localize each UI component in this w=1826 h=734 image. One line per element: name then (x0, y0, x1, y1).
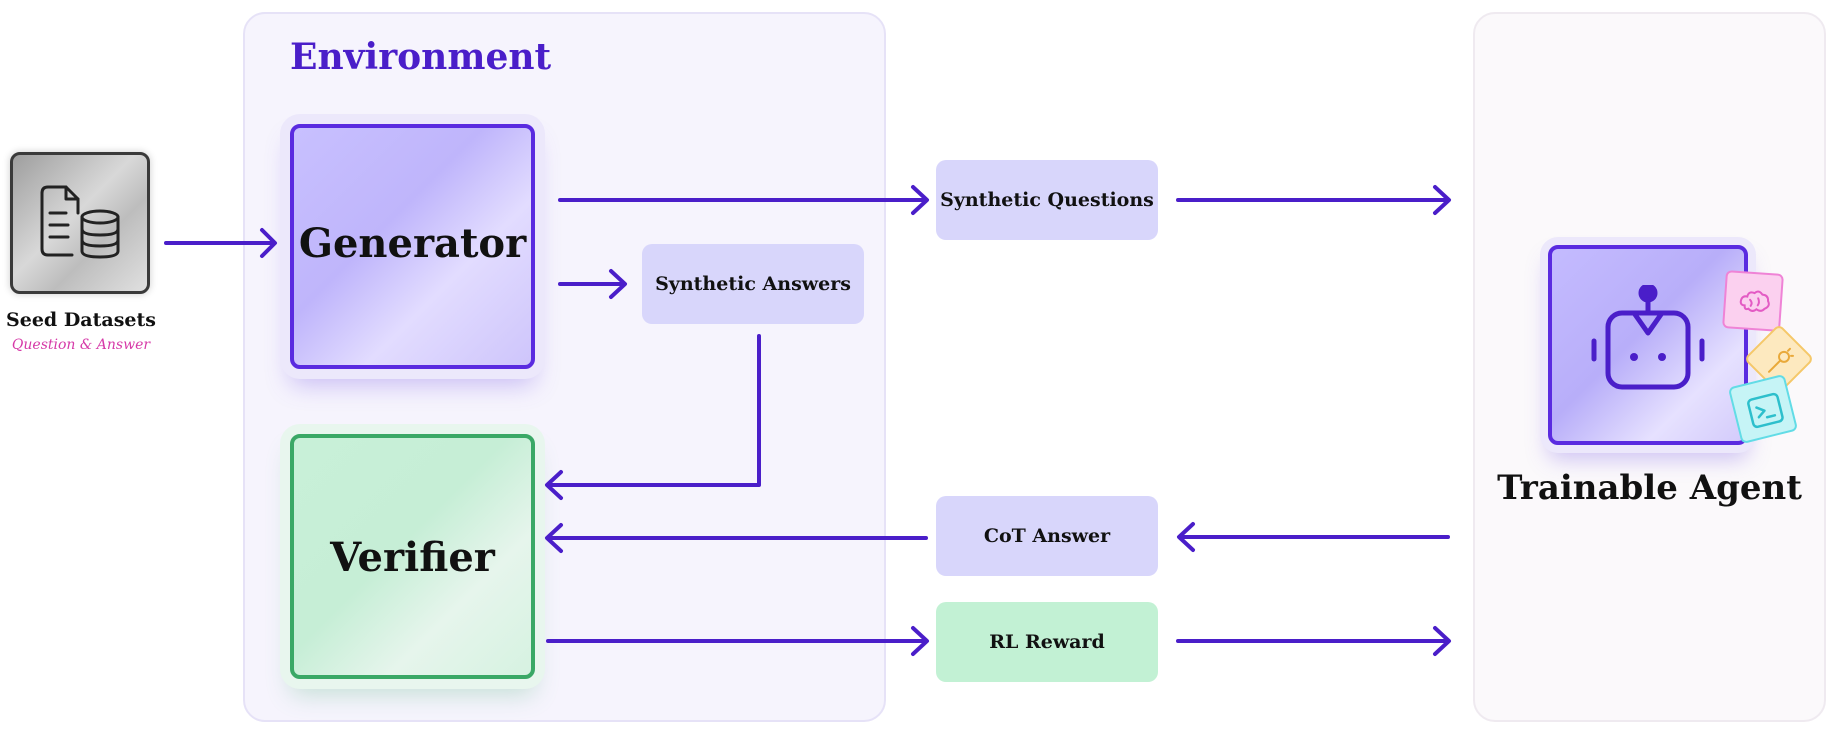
generator-label: Generator (298, 220, 527, 267)
arrow-agent-to-cot (1177, 522, 1450, 552)
terminal-icon (1727, 373, 1799, 445)
seed-datasets-sublabel: Question & Answer (11, 337, 151, 353)
synthetic-questions-pill: Synthetic Questions (936, 160, 1158, 240)
seed-datasets-label: Seed Datasets (6, 309, 156, 331)
cot-answer-pill: CoT Answer (936, 496, 1158, 576)
environment-title: Environment (290, 36, 552, 78)
seed-datasets-node (10, 152, 150, 294)
arrow-seed-to-generator (164, 228, 277, 258)
synthetic-answers-pill: Synthetic Answers (642, 244, 864, 324)
tool-icon (1743, 323, 1815, 395)
brain-icon (1722, 270, 1784, 332)
file-database-icon (40, 185, 120, 259)
verifier-node: Verifier (290, 434, 535, 679)
trainable-agent-label: Trainable Agent (1497, 468, 1802, 508)
arrow-reward-to-agent (1176, 626, 1451, 656)
arrow-generator-to-questions (558, 185, 929, 215)
arrow-generator-to-answers (558, 269, 627, 299)
robot-icon (1591, 285, 1705, 390)
rl-reward-pill: RL Reward (936, 602, 1158, 682)
generator-node: Generator (290, 124, 535, 369)
arrow-answers-to-verifier (545, 334, 761, 500)
arrow-verifier-to-reward (546, 626, 929, 656)
arrow-cot-to-verifier (545, 523, 928, 553)
arrow-questions-to-agent (1176, 185, 1451, 215)
verifier-label: Verifier (330, 534, 495, 581)
trainable-agent-node (1548, 245, 1748, 445)
